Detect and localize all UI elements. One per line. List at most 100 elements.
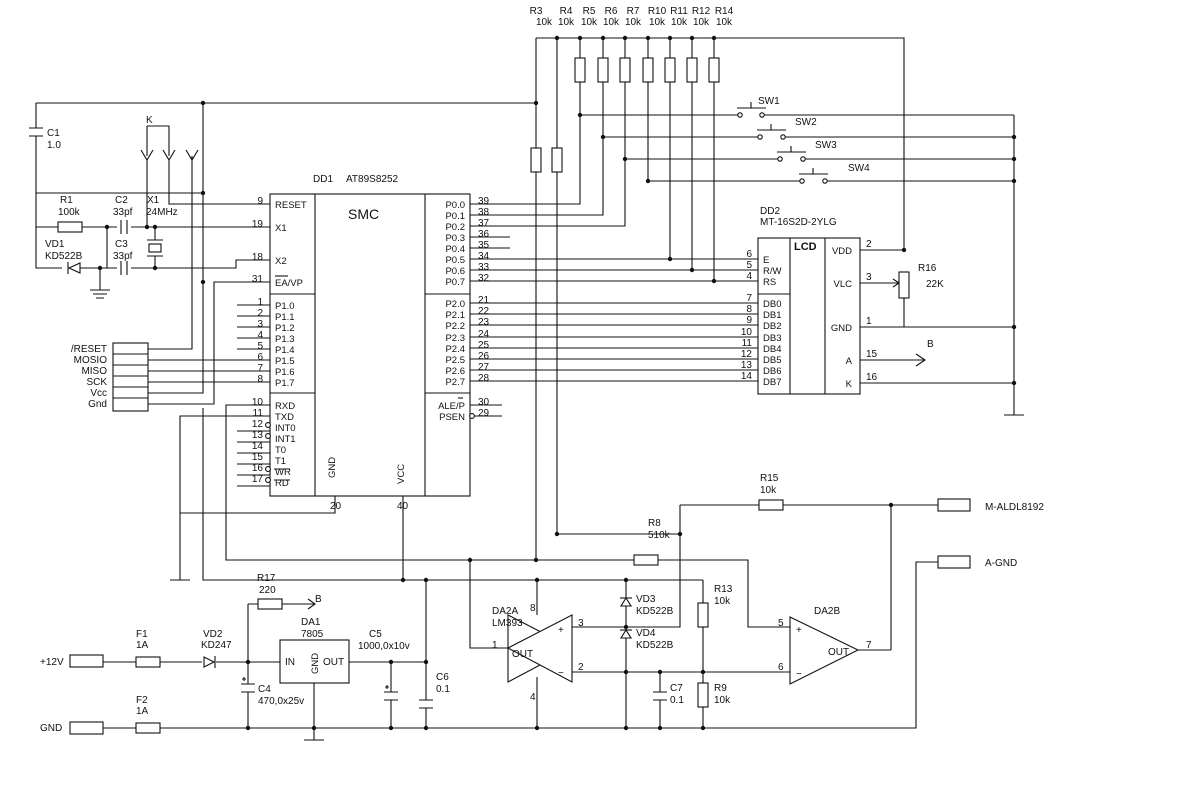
switch-sw2: SW2 <box>757 117 817 140</box>
mcu-pin-name: P0.1 <box>445 211 465 222</box>
svg-text:VD3: VD3 <box>636 594 656 605</box>
svg-text:24MHz: 24MHz <box>146 207 178 218</box>
regulator-da1: DA1 7805 IN OUT GND <box>279 617 350 684</box>
svg-text:DA2A: DA2A <box>492 606 518 617</box>
lcd-pin-number: 8 <box>746 304 752 315</box>
mcu-pin-number: 36 <box>478 229 490 240</box>
mcu-pin-name: P1.6 <box>275 367 295 378</box>
mcu-pin-name: RD <box>275 478 289 489</box>
capacitor-c7: C7 0.1 <box>653 683 684 706</box>
diode-vd2: VD2 KD247 <box>201 629 232 668</box>
mcu-pin-number: 12 <box>252 419 264 430</box>
resistor-r11-body <box>664 57 676 83</box>
mcu-pin-name: P0.6 <box>445 266 465 277</box>
isp-label: Gnd <box>88 399 107 410</box>
lcd-pin-number: 16 <box>866 372 878 383</box>
mcu-pin-name: P2.3 <box>445 333 465 344</box>
pullup-ref: R6 <box>605 6 618 17</box>
svg-text:KD522B: KD522B <box>636 640 674 651</box>
crystal-x1: X1 24MHz <box>146 195 178 257</box>
lcd-ref: DD2 <box>760 206 780 217</box>
svg-text:1A: 1A <box>136 706 149 717</box>
lcd-pin-name: DB7 <box>763 377 781 388</box>
lcd-pin-name: DB5 <box>763 355 781 366</box>
svg-text:X1: X1 <box>147 195 160 206</box>
mcu-pin-name: P1.1 <box>275 312 295 323</box>
mcu-pin-number: 29 <box>478 408 490 419</box>
pullup-val: 10k <box>649 17 666 28</box>
mcu-pin-name: P0.2 <box>445 222 465 233</box>
svg-text:0.1: 0.1 <box>436 684 450 695</box>
mcu-vcc-pin: 40 <box>397 501 409 512</box>
mcu-pin-name: EA/VP <box>275 278 303 289</box>
resistor-r10-body <box>642 57 654 83</box>
mcu-pin-number: 18 <box>252 252 264 263</box>
svg-text:C2: C2 <box>115 195 128 206</box>
mcu-pin-name: P0.7 <box>445 277 465 288</box>
svg-text:DA1: DA1 <box>301 617 321 628</box>
svg-text:OUT: OUT <box>828 647 849 658</box>
clock-reset-section: C1 1.0 K R1 100k C2 33pf X1 24MHz VD1 KD… <box>29 115 178 275</box>
lcd-pin-number: 11 <box>742 338 753 349</box>
connector-gnd <box>69 721 104 735</box>
resistor-r17: R17 220 B <box>257 573 322 610</box>
mcu-pin-name: INT0 <box>275 423 296 434</box>
switch-label: SW4 <box>848 163 870 174</box>
mcu-pin-number: 25 <box>478 340 490 351</box>
svg-text:C7: C7 <box>670 683 683 694</box>
lcd-pin-name: GND <box>831 323 852 334</box>
pullup-ref: R11 <box>670 6 688 17</box>
mcu-right-pins: 39P0.038P0.137P0.236P0.335P0.434P0.533P0… <box>438 196 489 423</box>
lcd-title: LCD <box>794 241 817 253</box>
mcu-pin-number: 10 <box>252 397 264 408</box>
pullup-val: 10k <box>716 17 733 28</box>
mcu-pin-number: 28 <box>478 373 490 384</box>
svg-text:10k: 10k <box>714 695 731 706</box>
svg-text:10k: 10k <box>714 596 731 607</box>
mcu-pin-number: 1 <box>257 297 263 308</box>
mcu-pin-name: WR <box>275 467 291 478</box>
capacitor-c6: C6 0.1 <box>419 672 450 709</box>
opamp-da2a: DA2A LM393 OUT + − 3 2 1 8 4 <box>492 603 584 703</box>
svg-text:−: − <box>796 669 802 680</box>
pullup-val: 10k <box>558 17 575 28</box>
mcu-pin-number: 14 <box>252 441 264 452</box>
resistor-r15: R15 10k <box>758 473 784 511</box>
resistor-r4-body <box>551 147 563 173</box>
pullup-val: 10k <box>671 17 688 28</box>
capacitor-c5: C5 1000,0x10v <box>358 629 410 701</box>
mcu-pin-number: 8 <box>257 374 263 385</box>
r16-ref: R16 <box>918 263 937 274</box>
lcd-pin-number: 14 <box>741 371 753 382</box>
resistor-r13: R13 10k <box>697 584 733 628</box>
svg-text:VD2: VD2 <box>203 629 223 640</box>
mcu-pin-name: P2.7 <box>445 377 465 388</box>
svg-text:510k: 510k <box>648 530 671 541</box>
mcu-pin-number: 4 <box>257 330 263 341</box>
mcu-pin-number: 35 <box>478 240 490 251</box>
b-arrow-label: B <box>315 594 322 605</box>
lcd-pin-number: 15 <box>866 349 878 360</box>
resistor-r7-body <box>619 57 631 83</box>
lcd-pins: 6E5R/W4RS7DB08DB19DB210DB311DB412DB513DB… <box>741 239 878 390</box>
mcu-pin-number: 32 <box>478 273 490 284</box>
svg-text:C1: C1 <box>47 128 60 139</box>
mcu-pin-number: 33 <box>478 262 490 273</box>
lcd-pin-name: RS <box>763 277 776 288</box>
isp-label: /RESET <box>71 344 107 355</box>
mcu-pin-name: P2.0 <box>445 299 465 310</box>
lcd-pin-name: DB0 <box>763 299 781 310</box>
lcd-pin-name: K <box>846 379 853 390</box>
lcd-dd2: DD2 MT-16S2D-2YLG LCD 6E5R/W4RS7DB08DB19… <box>741 206 878 395</box>
lcd-pin-name: E <box>763 255 769 266</box>
isp-label: SCK <box>86 377 107 388</box>
mcu-pin-name: P2.6 <box>445 366 465 377</box>
svg-text:M-ALDL8192: M-ALDL8192 <box>985 502 1044 513</box>
mcu-vcc-label: VCC <box>396 464 407 484</box>
mcu-pin-number: 34 <box>478 251 490 262</box>
svg-text:OUT: OUT <box>323 657 344 668</box>
svg-text:−: − <box>558 668 564 679</box>
svg-text:VD4: VD4 <box>636 628 656 639</box>
svg-text:33pf: 33pf <box>113 207 133 218</box>
